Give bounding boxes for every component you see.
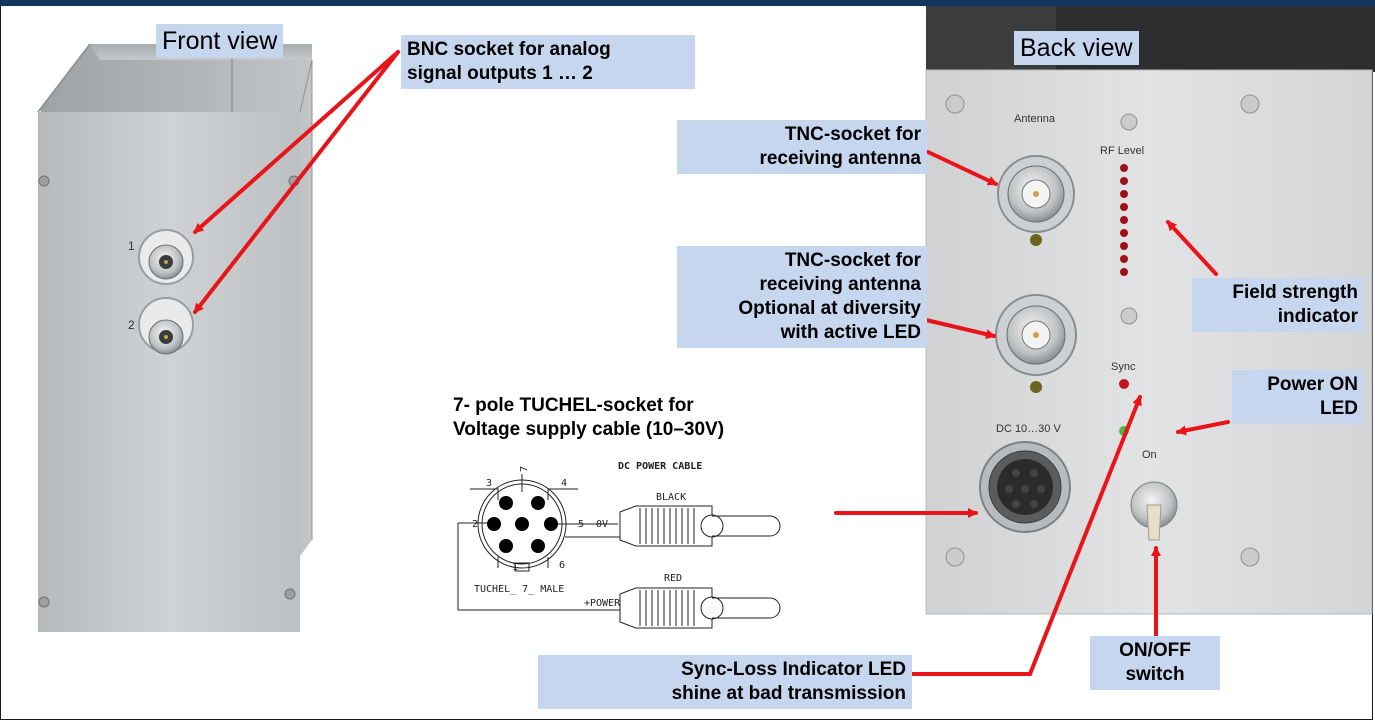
- pin-4-label: 4: [561, 478, 567, 489]
- rf-level-led-bar: [1120, 164, 1128, 276]
- front-view-title: Front view: [156, 24, 284, 58]
- back-view-title: Back view: [1014, 31, 1139, 65]
- power-label: +POWER: [584, 598, 621, 609]
- callout-tnc2-line-3: Optional at diversity: [738, 298, 921, 319]
- antenna-panel-label: Antenna: [1014, 113, 1056, 125]
- callout-tuchel-line-2: Voltage supply cable (10–30V): [453, 419, 725, 440]
- arrow-tnc-1: [926, 150, 998, 186]
- pin-3-label: 3: [486, 478, 492, 489]
- callout-sync-loss-led: Sync-Loss Indicator LED shine at bad tra…: [538, 655, 912, 709]
- cable-plug-black: [619, 505, 781, 547]
- callout-tnc1-line-1: TNC-socket for: [784, 124, 921, 145]
- tuchel-connector-drawing: [457, 474, 620, 611]
- callout-sync-line-1: Sync-Loss Indicator LED: [681, 659, 906, 680]
- sync-led: [1119, 379, 1129, 389]
- callout-power-line-1: Power ON: [1267, 374, 1358, 395]
- callout-onoff-line-1: ON/OFF: [1119, 640, 1191, 661]
- pin-5-label: 5: [578, 519, 584, 530]
- dc-power-cable-heading: DC POWER CABLE: [618, 461, 702, 472]
- arrow-power-led: [1176, 420, 1230, 436]
- callout-onoff-switch: ON/OFF switch: [1090, 636, 1220, 690]
- callout-bnc-socket: BNC socket for analog signal outputs 1 ……: [401, 35, 695, 89]
- pin-7-label: 7: [519, 466, 530, 472]
- red-wire-label: RED: [664, 573, 682, 584]
- callout-onoff-line-2: switch: [1125, 664, 1185, 685]
- tnc-socket-antenna-1: [997, 155, 1075, 246]
- dc-power-socket: [979, 441, 1071, 533]
- bnc-output-1: [138, 229, 194, 285]
- callout-bnc-line-2: signal outputs 1 … 2: [407, 63, 593, 84]
- arrow-sync-loss: [910, 395, 1142, 676]
- black-wire-label: BLACK: [656, 492, 686, 503]
- cable-plug-red: [619, 587, 781, 629]
- callout-tuchel-socket: 7- pole TUCHEL-socket for Voltage supply…: [453, 394, 724, 442]
- header-bar: [0, 0, 1375, 6]
- arrow-field-strength: [1166, 220, 1218, 276]
- callout-tnc-socket-1: TNC-socket for receiving antenna: [677, 120, 927, 174]
- arrow-tnc-2: [924, 318, 996, 340]
- pin-2-label: 2: [472, 519, 478, 530]
- rf-level-panel-label: RF Level: [1100, 145, 1144, 157]
- connector-pins: [487, 496, 558, 553]
- callout-power-on-led: Power ON LED: [1232, 370, 1364, 424]
- callout-tuchel-line-1: 7- pole TUCHEL-socket for: [453, 395, 694, 416]
- callout-sync-line-2: shine at bad transmission: [671, 683, 906, 704]
- bnc-output-2: [138, 297, 194, 355]
- on-off-toggle-switch: [1130, 481, 1178, 541]
- arrow-bnc-2: [193, 50, 400, 314]
- callout-tnc2-line-2: receiving antenna: [759, 274, 921, 295]
- connector-name-label: TUCHEL_ 7_ MALE: [474, 584, 564, 595]
- arrow-bnc-1: [193, 50, 400, 234]
- zero-v-label: 0V: [596, 519, 608, 530]
- on-panel-label: On: [1142, 449, 1157, 461]
- callout-field-line-2: indicator: [1277, 306, 1358, 327]
- sync-panel-label: Sync: [1111, 361, 1136, 373]
- dc-panel-label: DC 10…30 V: [996, 423, 1061, 435]
- tnc-socket-antenna-2: [995, 294, 1077, 393]
- pin-1-label: 1: [512, 562, 518, 573]
- callout-tnc1-line-2: receiving antenna: [759, 148, 921, 169]
- output-2-label: 2: [128, 318, 135, 332]
- callout-field-strength: Field strength indicator: [1192, 278, 1364, 332]
- callout-arrows: [193, 50, 1230, 676]
- output-1-label: 1: [128, 239, 135, 253]
- pin-6-label: 6: [559, 560, 565, 571]
- callout-tnc2-line-1: TNC-socket for: [784, 250, 921, 271]
- callout-tnc2-line-4: with active LED: [780, 322, 921, 343]
- callout-field-line-1: Field strength: [1232, 282, 1358, 303]
- callout-tnc-socket-2: TNC-socket for receiving antenna Optiona…: [677, 246, 927, 348]
- callout-power-line-2: LED: [1320, 398, 1358, 419]
- callout-bnc-line-1: BNC socket for analog: [407, 39, 611, 60]
